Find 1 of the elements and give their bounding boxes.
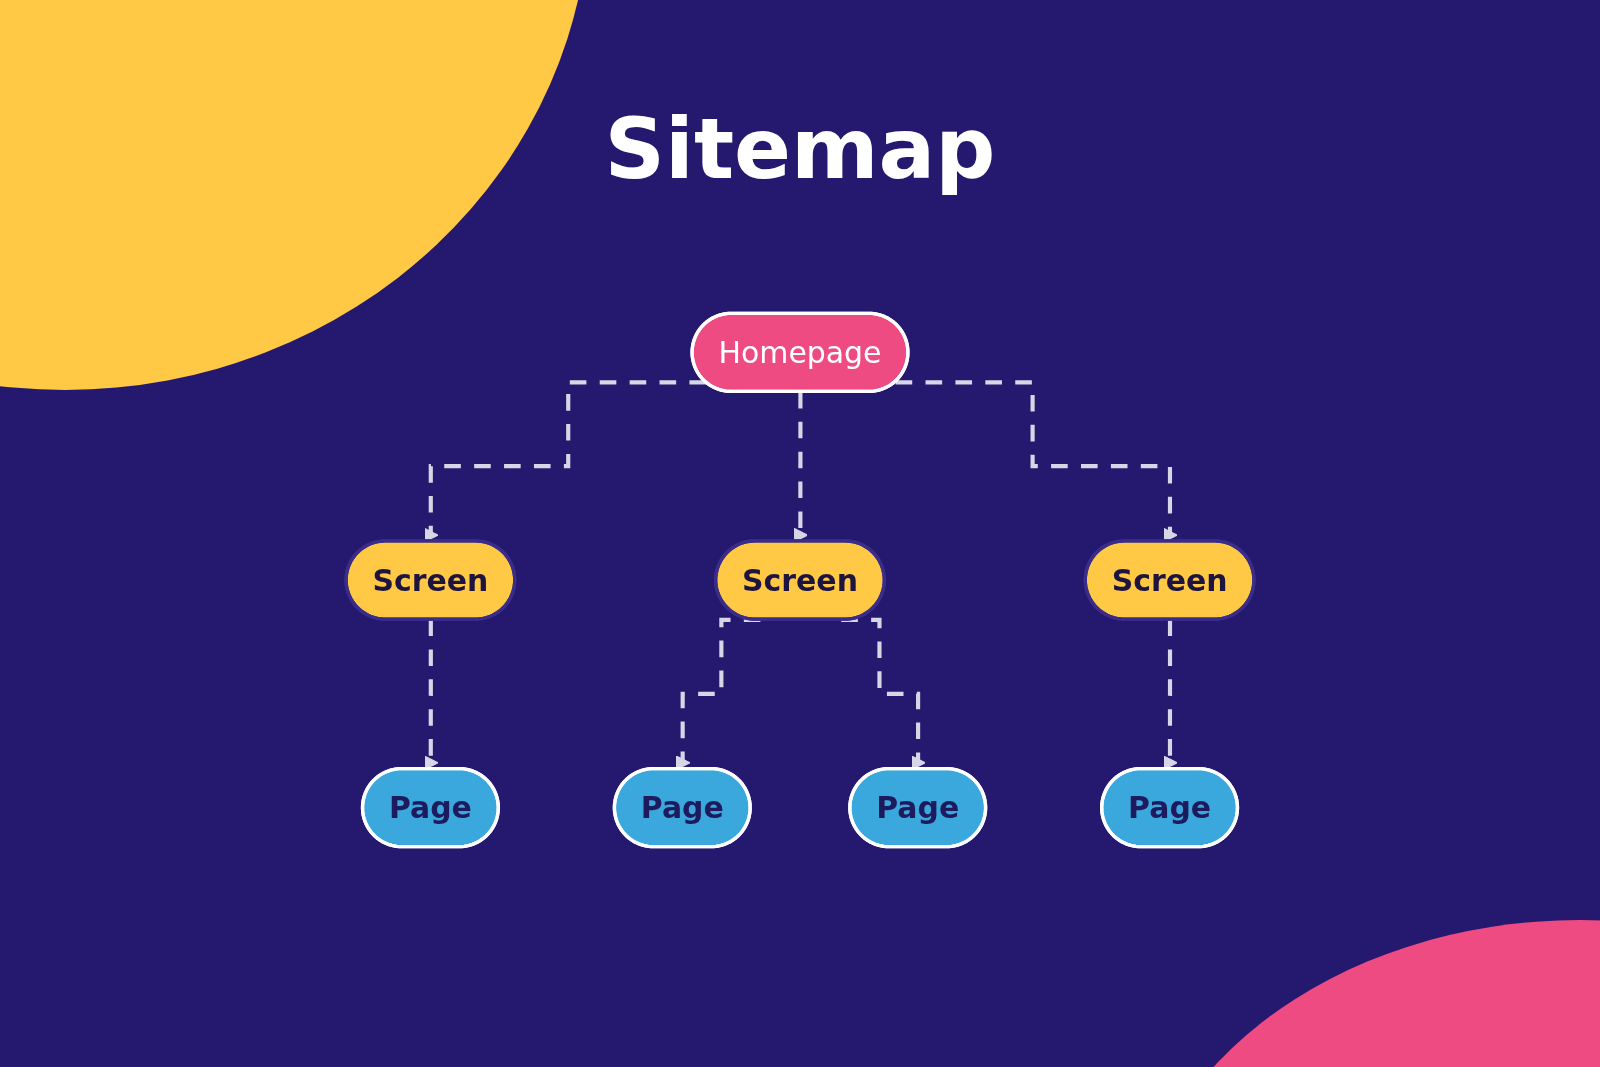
title: Sitemap [604,100,996,198]
